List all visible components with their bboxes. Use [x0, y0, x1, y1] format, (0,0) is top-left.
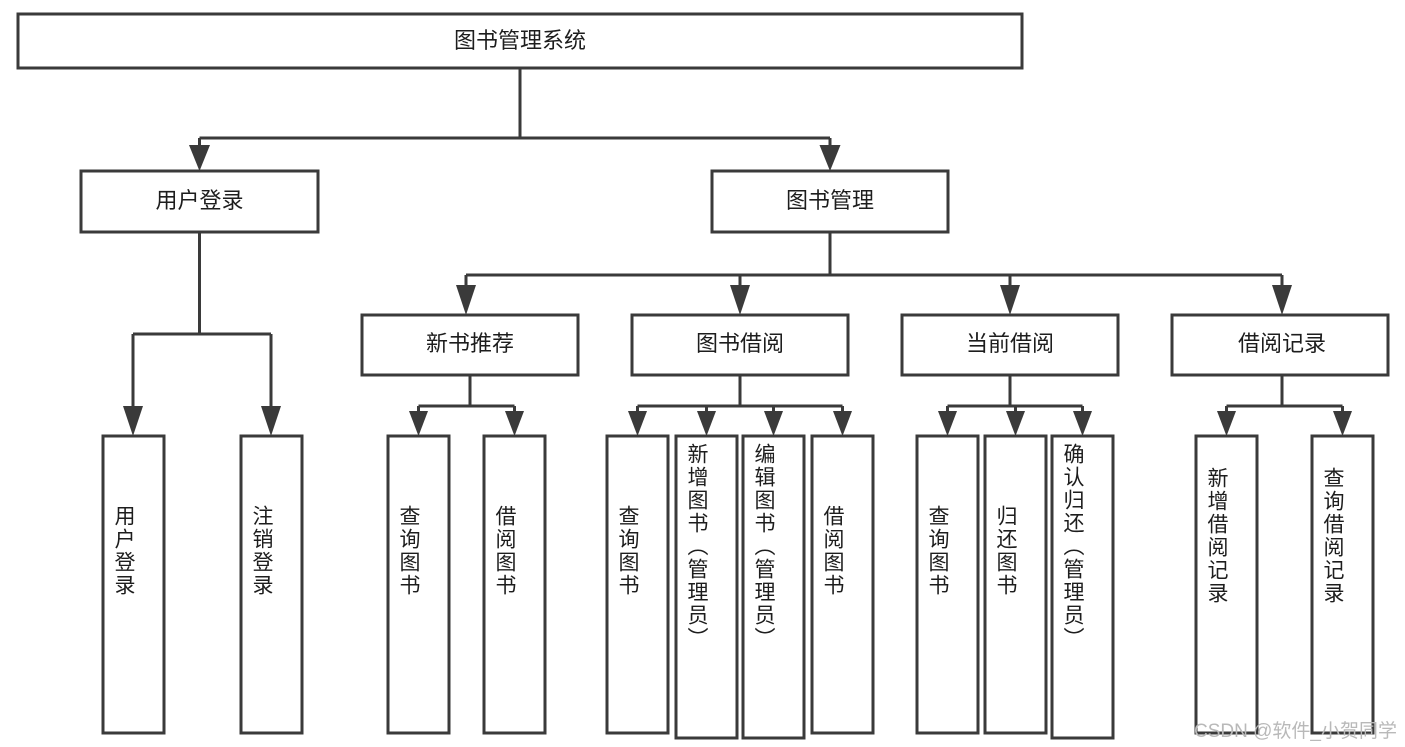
new-book-recommend-label: 新书推荐: [426, 331, 514, 356]
arrowhead-leaf-edit-book: [764, 411, 783, 436]
leaf-boxes-layer: [101, 434, 1375, 740]
arrowhead-leaf-query-book-recommend: [409, 411, 428, 436]
root-box[interactable]: [16, 12, 1024, 70]
leaf-query-record-box[interactable]: [1310, 434, 1375, 735]
arrowhead-new-book-recommend: [456, 285, 476, 315]
node-new-book-recommend[interactable]: 新书推荐: [360, 313, 580, 377]
arrowhead-current-borrow: [1000, 285, 1020, 315]
arrowhead-leaf-user-login: [123, 406, 143, 436]
borrow-record-label: 借阅记录: [1238, 331, 1326, 356]
book-borrow-label: 图书借阅: [696, 331, 784, 356]
arrowhead-book-borrow: [730, 285, 750, 315]
leaf-query-book-current-box[interactable]: [915, 434, 980, 735]
user-login-label: 用户登录: [155, 188, 243, 213]
new-book-recommend-box[interactable]: [360, 313, 580, 377]
arrowhead-leaf-borrow-book-recommend: [505, 411, 524, 436]
arrowhead-leaf-return-book: [1006, 411, 1025, 436]
arrowhead-borrow-record: [1272, 285, 1292, 315]
leaf-logout-box[interactable]: [239, 434, 304, 735]
node-user-login[interactable]: 用户登录: [79, 169, 320, 234]
arrowhead-book-management: [819, 145, 841, 171]
leaf-user-login-box[interactable]: [101, 434, 166, 735]
arrowhead-leaf-confirm-return: [1073, 411, 1092, 436]
node-current-borrow[interactable]: 当前借阅: [900, 313, 1120, 377]
node-borrow-record[interactable]: 借阅记录: [1170, 313, 1390, 377]
arrowhead-leaf-add-book: [697, 411, 716, 436]
node-book-management[interactable]: 图书管理: [710, 169, 950, 234]
leaf-confirm-return-box[interactable]: [1050, 434, 1115, 740]
leaf-add-book-box[interactable]: [674, 434, 739, 740]
leaf-return-book-box[interactable]: [983, 434, 1048, 735]
root-label: 图书管理系统: [454, 28, 586, 53]
leaf-borrow-book-box[interactable]: [810, 434, 875, 735]
connectors-layer: [123, 68, 1352, 436]
leaf-add-record-box[interactable]: [1194, 434, 1259, 735]
arrowhead-leaf-query-book-borrow: [628, 411, 647, 436]
arrowhead-user-login: [189, 145, 210, 171]
node-book-borrow[interactable]: 图书借阅: [630, 313, 850, 377]
arrowhead-leaf-query-record: [1333, 411, 1352, 436]
leaf-query-book-recommend-box[interactable]: [386, 434, 451, 735]
book-borrow-box[interactable]: [630, 313, 850, 377]
leaf-query-book-borrow-box[interactable]: [605, 434, 670, 735]
node-root[interactable]: 图书管理系统: [16, 12, 1024, 70]
book-management-label: 图书管理: [786, 188, 874, 213]
current-borrow-label: 当前借阅: [966, 331, 1054, 356]
user-login-box[interactable]: [79, 169, 320, 234]
arrowhead-leaf-add-record: [1217, 411, 1236, 436]
arrowhead-leaf-logout: [261, 406, 281, 436]
csdn-watermark: CSDN @软件_小贺同学: [1194, 721, 1397, 742]
arrowhead-leaf-query-book-current: [938, 411, 957, 436]
borrow-record-box[interactable]: [1170, 313, 1390, 377]
leaf-edit-book-box[interactable]: [741, 434, 806, 740]
book-management-box[interactable]: [710, 169, 950, 234]
leaf-borrow-book-recommend-box[interactable]: [482, 434, 547, 735]
current-borrow-box[interactable]: [900, 313, 1120, 377]
arrowhead-leaf-borrow-book: [833, 411, 852, 436]
